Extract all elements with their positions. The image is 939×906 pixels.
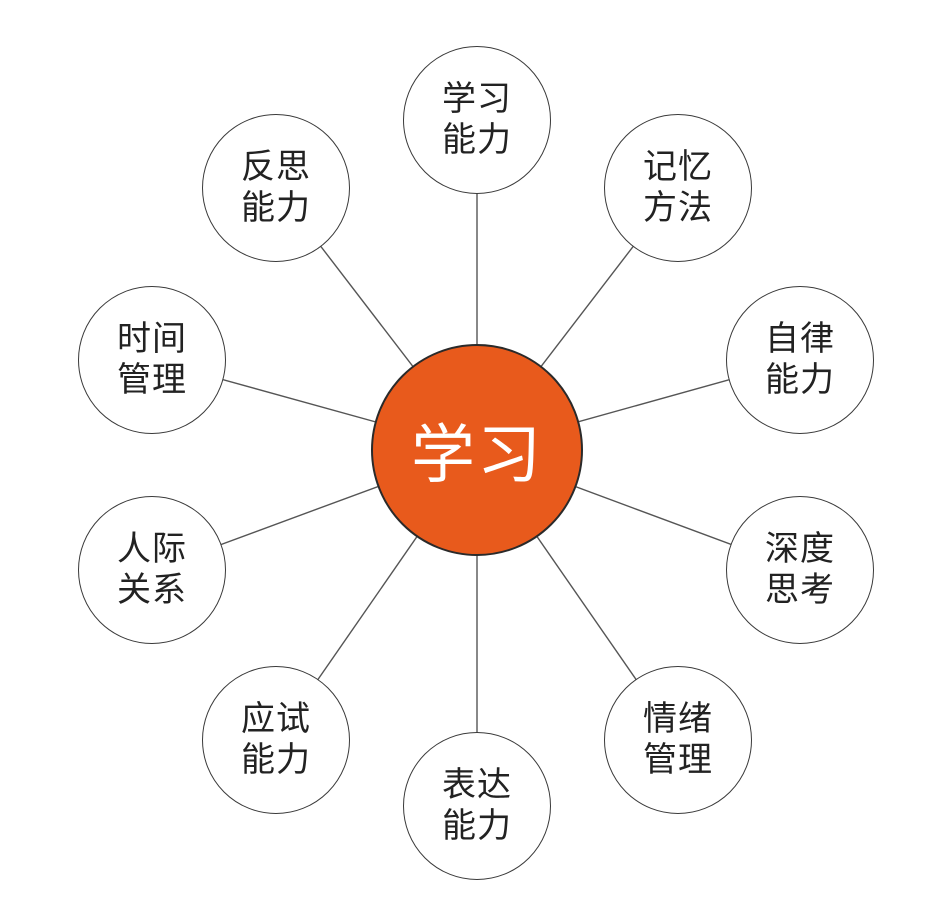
node-self-discipline: 自律 能力 xyxy=(726,286,874,434)
node-label: 学习 能力 xyxy=(442,79,512,160)
node-label: 记忆 方法 xyxy=(643,147,713,228)
node-exam-ability: 应试 能力 xyxy=(202,666,350,814)
node-label: 反思 能力 xyxy=(241,147,311,228)
node-label: 时间 管理 xyxy=(117,319,187,400)
node-deep-thinking: 深度 思考 xyxy=(726,496,874,644)
node-expression-ability: 表达 能力 xyxy=(403,732,551,880)
node-label: 情绪 管理 xyxy=(643,699,713,780)
node-interpersonal: 人际 关系 xyxy=(78,496,226,644)
node-label: 应试 能力 xyxy=(241,699,311,780)
node-label: 表达 能力 xyxy=(442,765,512,846)
node-label: 人际 关系 xyxy=(117,529,187,610)
node-reflection-ability: 反思 能力 xyxy=(202,114,350,262)
node-time-management: 时间 管理 xyxy=(78,286,226,434)
center-node: 学习 xyxy=(371,344,583,556)
center-label: 学习 xyxy=(411,419,543,493)
node-label: 自律 能力 xyxy=(765,319,835,400)
node-learning-ability: 学习 能力 xyxy=(403,46,551,194)
node-label: 深度 思考 xyxy=(765,529,835,610)
node-emotion-management: 情绪 管理 xyxy=(604,666,752,814)
node-memory-method: 记忆 方法 xyxy=(604,114,752,262)
